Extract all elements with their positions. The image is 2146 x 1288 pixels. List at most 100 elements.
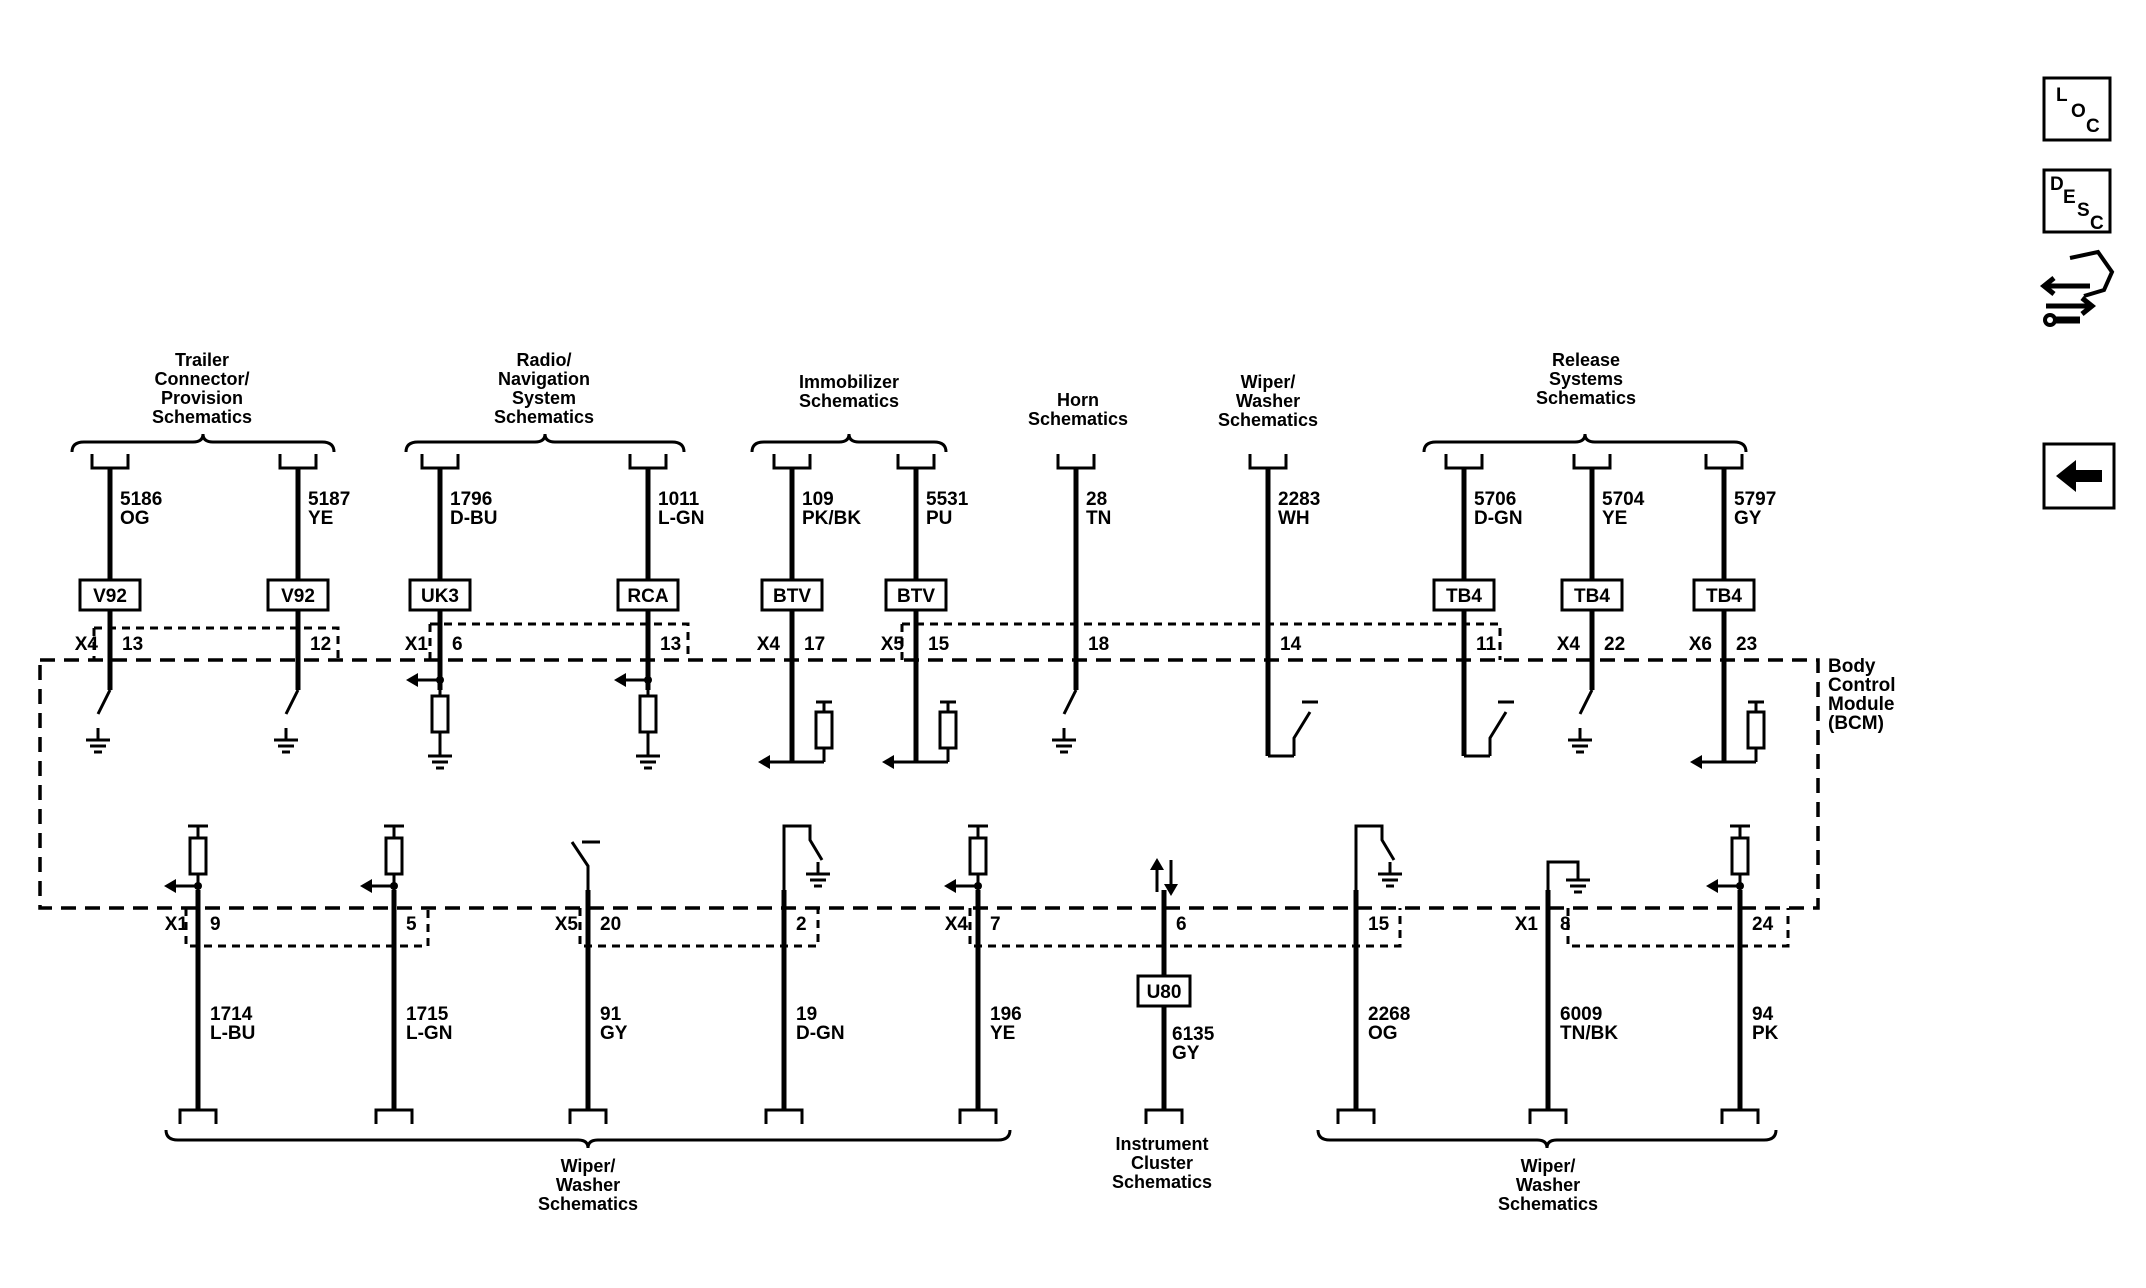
pin-18: 18 xyxy=(1088,634,1109,655)
wire-number-2268: 2268 xyxy=(1368,1004,1410,1025)
wire-color-1796: D-BU xyxy=(450,508,498,529)
desc-letter-4: C xyxy=(2090,213,2104,234)
option-code-V92: V92 xyxy=(281,586,315,607)
wire-color-6135: GY xyxy=(1172,1043,1200,1064)
wire-color-5704: YE xyxy=(1602,508,1627,529)
diagnostic-tools-button[interactable] xyxy=(2039,249,2115,327)
option-code-U80: U80 xyxy=(1147,982,1182,1003)
connector-X1: X1 xyxy=(165,914,189,935)
wire-color-5706: D-GN xyxy=(1474,508,1523,529)
wire-number-1714: 1714 xyxy=(210,1004,253,1025)
wire-number-2283: 2283 xyxy=(1278,489,1320,510)
wire-number-94: 94 xyxy=(1752,1004,1774,1025)
option-code-V92: V92 xyxy=(93,586,127,607)
pin-22: 22 xyxy=(1604,634,1625,655)
desc-letter-1: D xyxy=(2050,174,2064,195)
option-box-BTV xyxy=(884,578,948,612)
connector-X1: X1 xyxy=(1515,914,1539,935)
pin-24: 24 xyxy=(1752,914,1774,935)
wire-number-5531: 5531 xyxy=(926,489,969,510)
bottom-circuit-19: 19D-GN2 xyxy=(764,824,845,1124)
wire-number-91: 91 xyxy=(600,1004,622,1025)
pin-12: 12 xyxy=(310,634,331,655)
option-code-TB4: TB4 xyxy=(1706,586,1742,607)
option-box-RCA xyxy=(616,578,680,612)
pin-23: 23 xyxy=(1736,634,1757,655)
desc-letter-2: E xyxy=(2063,187,2076,208)
wire-number-5186: 5186 xyxy=(120,489,162,510)
desc-icon xyxy=(2042,168,2112,234)
option-code-BTV: BTV xyxy=(773,586,811,607)
option-box-TB4 xyxy=(1692,578,1756,612)
pin-9: 9 xyxy=(210,914,221,935)
loc-icon xyxy=(2042,76,2112,142)
connector-outlines-top xyxy=(92,622,1502,660)
desc-button[interactable]: D E S C xyxy=(2042,168,2112,234)
option-box-BTV xyxy=(760,578,824,612)
wire-number-5187: 5187 xyxy=(308,489,350,510)
pin-6: 6 xyxy=(452,634,463,655)
pin-13: 13 xyxy=(660,634,681,655)
wire-number-109: 109 xyxy=(802,489,834,510)
pin-17: 17 xyxy=(804,634,825,655)
wire-color-1011: L-GN xyxy=(658,508,704,529)
wire-color-5797: GY xyxy=(1734,508,1762,529)
wire-color-196: YE xyxy=(990,1023,1015,1044)
option-box-U80 xyxy=(1136,974,1192,1008)
pin-7: 7 xyxy=(990,914,1001,935)
back-button[interactable] xyxy=(2042,442,2116,510)
pin-15: 15 xyxy=(928,634,950,655)
pin-8: 8 xyxy=(1560,914,1571,935)
connector-X6: X6 xyxy=(1689,634,1712,655)
wire-number-5706: 5706 xyxy=(1474,489,1516,510)
wire-number-5797: 5797 xyxy=(1734,489,1776,510)
pin-6: 6 xyxy=(1176,914,1187,935)
option-box-UK3 xyxy=(408,578,472,612)
connector-X5: X5 xyxy=(555,914,579,935)
wire-color-91: GY xyxy=(600,1023,628,1044)
wire-color-109: PK/BK xyxy=(802,508,861,529)
wire-number-19: 19 xyxy=(796,1004,817,1025)
wire-color-28: TN xyxy=(1086,508,1111,529)
wire-number-1796: 1796 xyxy=(450,489,492,510)
connector-X4: X4 xyxy=(945,914,969,935)
wire-number-5704: 5704 xyxy=(1602,489,1645,510)
option-code-TB4: TB4 xyxy=(1574,586,1610,607)
loc-button[interactable]: L O C xyxy=(2042,76,2112,142)
option-code-RCA: RCA xyxy=(627,586,668,607)
option-box-TB4 xyxy=(1560,578,1624,612)
wire-color-5187: YE xyxy=(308,508,333,529)
wire-number-196: 196 xyxy=(990,1004,1022,1025)
wire-color-2268: OG xyxy=(1368,1023,1398,1044)
